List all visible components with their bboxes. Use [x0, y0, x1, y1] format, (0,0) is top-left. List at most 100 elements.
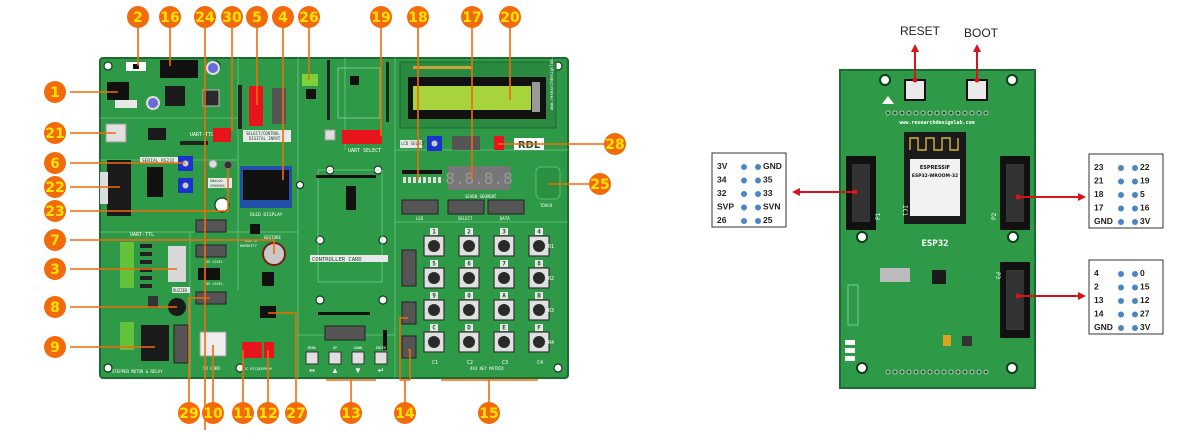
website-label: www.researchdesignlab.com — [549, 49, 554, 110]
key-label: 8 — [537, 261, 541, 268]
seven-segment-label: SEVEN SEGMENT — [465, 194, 497, 199]
key-matrix-label: 4X4 KEY MATRIX — [470, 366, 504, 371]
key-label-box — [500, 228, 508, 235]
transistor — [202, 89, 220, 107]
serial-label-box — [140, 157, 180, 163]
stepper-relay-label: STEPPER MOTOR & RELAY — [112, 369, 163, 374]
key-cap — [428, 272, 440, 284]
callout-number: 10 — [203, 406, 223, 422]
callout-number: 3 — [50, 262, 60, 278]
p3-label: P3 — [994, 272, 1001, 280]
tantalum-capacitor — [943, 335, 951, 346]
5v-level-label: 5V LEVEL — [206, 282, 223, 286]
keypad-key: 8 — [528, 260, 550, 289]
header-hole — [955, 110, 961, 116]
keypad-key: 5 — [423, 260, 445, 289]
header-hole — [899, 110, 905, 116]
header-hole — [899, 369, 905, 375]
callout-number: 13 — [341, 406, 360, 422]
callout-number: 28 — [605, 137, 624, 153]
reset-button — [324, 129, 336, 141]
sensors-label: SENSORS — [210, 184, 225, 188]
pin-dot — [755, 177, 761, 184]
keypad-row-label: R4 — [548, 340, 554, 346]
key-cap — [498, 272, 510, 284]
select-connector — [447, 199, 485, 215]
callout-number: 12 — [258, 406, 277, 422]
nav-button-label: ENTER — [376, 346, 387, 350]
gesture-label: GESTURE — [264, 235, 281, 240]
pin-dot — [1132, 192, 1138, 198]
esp32-board-label: ESP32 — [921, 239, 948, 249]
key-cap — [533, 272, 545, 284]
pot-knob — [431, 140, 438, 147]
key-label-box — [535, 324, 543, 331]
dc-power-jack — [107, 82, 129, 100]
pin-dot — [1132, 284, 1138, 291]
esp32-mounting-holes — [856, 74, 1019, 374]
development-board: UART-TTL SELECT/CONTROL DIGITAL INPUT UA… — [99, 49, 569, 379]
data-connector — [487, 199, 525, 215]
reset-button[interactable] — [904, 79, 926, 101]
key-label: F — [537, 325, 541, 332]
sd-card-label: SD CARD — [203, 366, 220, 371]
callout-marker-21: 21 — [44, 122, 66, 144]
usb-chip — [165, 86, 185, 106]
pin-label-left: GND — [1094, 216, 1113, 226]
boot-button[interactable] — [966, 79, 988, 101]
callout-marker-14: 14 — [394, 402, 416, 424]
callout-marker-24: 24 — [194, 6, 216, 28]
header-hole — [906, 369, 912, 375]
callout-number: 26 — [299, 10, 318, 26]
pin-label-right: 19 — [1140, 176, 1150, 186]
keypad-key: 0 — [458, 292, 480, 321]
antenna-trace — [909, 137, 959, 151]
controller-header-top — [316, 175, 376, 178]
relay-connector — [173, 324, 189, 364]
pin-label-left: 23 — [1094, 162, 1104, 172]
header-hole — [913, 369, 919, 375]
select-control-label-box — [243, 130, 291, 142]
callout-marker-28: 28 — [604, 133, 626, 155]
pin-dot — [1118, 311, 1124, 318]
select-control-label: SELECT/CONTROL — [246, 131, 280, 136]
seven-segment-display — [448, 166, 510, 190]
callout-number: 30 — [222, 10, 242, 26]
pin-label-left: 3V — [717, 161, 728, 171]
stepper-terminal-block — [120, 242, 134, 288]
key-label: 1 — [432, 229, 436, 236]
header-hole — [941, 369, 947, 375]
key-label: 9 — [432, 293, 436, 300]
reset-caption: RESET — [900, 24, 941, 38]
p3-header-inner — [1006, 270, 1024, 330]
digital-input-label: DIGITAL INPUT — [249, 136, 281, 141]
pin-dot — [1118, 271, 1124, 277]
keypad-key: 3 — [493, 228, 515, 257]
keypad-key: C — [423, 324, 445, 353]
keypad-key: F — [528, 324, 550, 353]
keypad-col-label: C2 — [467, 360, 473, 366]
touch-pad — [535, 166, 561, 200]
header-hole — [976, 110, 982, 116]
keypad-row-label: R1 — [548, 244, 554, 250]
callout-number: 5 — [252, 10, 262, 26]
header-hole — [885, 369, 891, 375]
nav-glyph-icon: ▲ — [331, 366, 339, 375]
key-cap — [498, 240, 510, 252]
key-cap — [533, 336, 545, 348]
keypad-col-connector — [401, 335, 417, 359]
header-hole — [927, 110, 933, 116]
key-label-box — [465, 324, 473, 331]
key-cap — [463, 272, 475, 284]
pinout-box — [1088, 153, 1164, 229]
rtc-chip — [260, 306, 276, 318]
nav-button: MENU▪▪ — [305, 346, 319, 375]
key-label-box — [535, 228, 543, 235]
rf-chip — [350, 76, 359, 85]
temperature-sensor — [223, 160, 233, 170]
callout-number: 19 — [371, 10, 390, 26]
header-hole — [976, 369, 982, 375]
header-hole — [934, 369, 940, 375]
